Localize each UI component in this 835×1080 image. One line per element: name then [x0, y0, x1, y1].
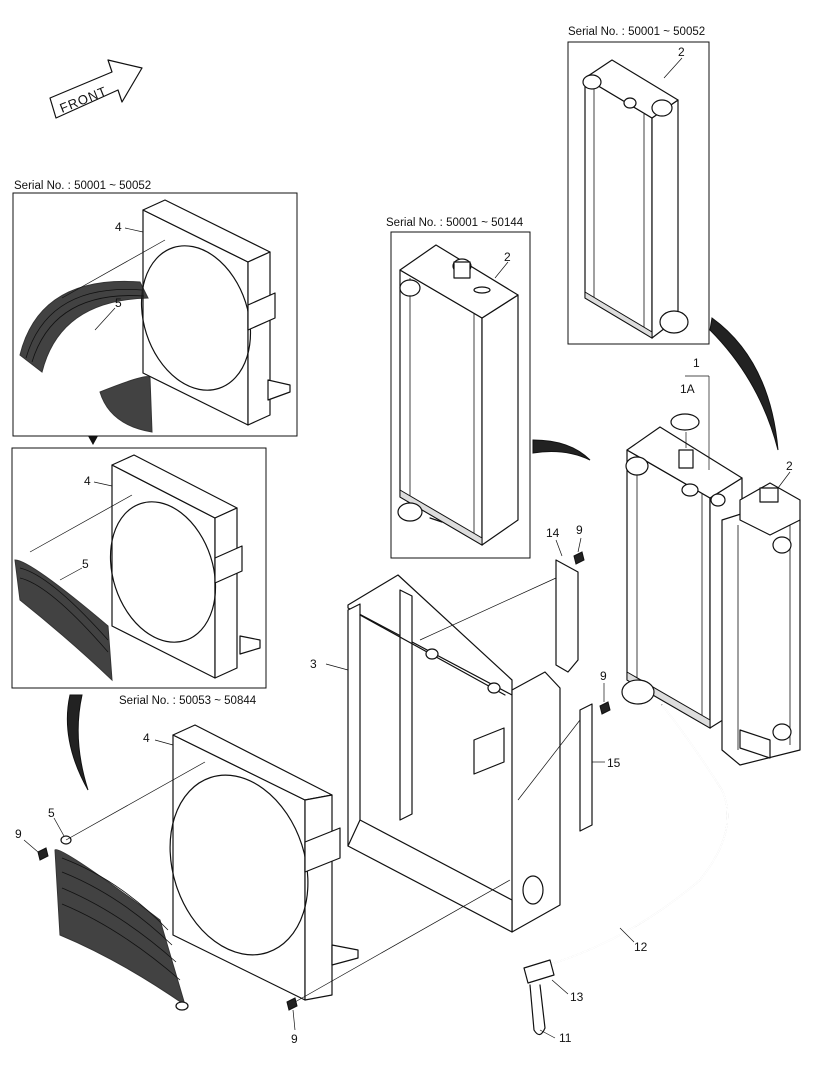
bracket-part-15: 15 9: [579, 669, 621, 832]
serial-label-center: Serial No. : 50001 ~ 50144: [386, 217, 524, 229]
inset-shroud-middle: 4 5: [11, 447, 267, 689]
front-arrow: FRONT: [49, 59, 143, 119]
serial-label-left-lower: Serial No. : 50053 ~ 50844: [119, 695, 257, 707]
callout-4-c: 4: [143, 731, 150, 745]
down-triangle-marker: [88, 436, 98, 445]
callout-2-right: 2: [786, 459, 793, 473]
radiator-assembly-main: 1 1A 2: [621, 356, 801, 766]
overflow-hose-part-12: 12: [544, 704, 729, 967]
callout-14: 14: [546, 526, 560, 540]
callout-1a: 1A: [680, 382, 695, 396]
callout-5-b: 5: [82, 557, 89, 571]
serial-label-left-upper: Serial No. : 50001 ~ 50052: [14, 180, 151, 192]
flow-arrow-top-right: [709, 317, 779, 451]
callout-9-b: 9: [600, 669, 607, 683]
inset-box-left-upper: [12, 192, 298, 437]
frame-part-3: 3: [310, 574, 561, 933]
callout-3: 3: [310, 657, 317, 671]
callout-4-b: 4: [84, 474, 91, 488]
inset-shroud-upper: Serial No. : 50001 ~ 50052 4 5: [12, 180, 298, 437]
inset-box-center: [390, 231, 531, 559]
flow-arrow-left: [66, 694, 89, 791]
inset-box-top-right: [567, 41, 710, 345]
callout-9-a: 9: [576, 523, 583, 537]
callout-2-center: 2: [504, 250, 511, 264]
inset-box-left-middle: [11, 447, 267, 689]
callout-9-d: 9: [291, 1032, 298, 1046]
callout-1: 1: [693, 356, 700, 370]
leader-frame-to-bracket-15: [517, 719, 581, 801]
bracket-part-14: 14 9: [546, 523, 585, 673]
callout-15: 15: [607, 756, 621, 770]
callout-13: 13: [570, 990, 584, 1004]
callout-11: 11: [559, 1031, 572, 1045]
callout-5-a: 5: [115, 296, 122, 310]
flow-arrow-center: [532, 439, 591, 461]
serial-label-top-right: Serial No. : 50001 ~ 50052: [568, 26, 705, 38]
callout-12: 12: [634, 940, 648, 954]
callout-2-top: 2: [678, 45, 685, 59]
shroud-lower: Serial No. : 50053 ~ 50844 4: [119, 695, 359, 1001]
pin-part-11: 11: [529, 984, 572, 1045]
inset-radiator-top-right: Serial No. : 50001 ~ 50052 2: [567, 26, 710, 345]
callout-9-c: 9: [15, 827, 22, 841]
callout-4-a: 4: [115, 220, 122, 234]
inset-radiator-center: Serial No. : 50001 ~ 50144 2: [386, 217, 531, 559]
fan-guard-lower: 5 9: [15, 761, 206, 1011]
bolt-9-lower: 9: [286, 879, 511, 1046]
leader-frame-to-bracket: [419, 577, 557, 641]
clamp-part-13: 13: [523, 959, 584, 1004]
callout-5-c: 5: [48, 806, 55, 820]
